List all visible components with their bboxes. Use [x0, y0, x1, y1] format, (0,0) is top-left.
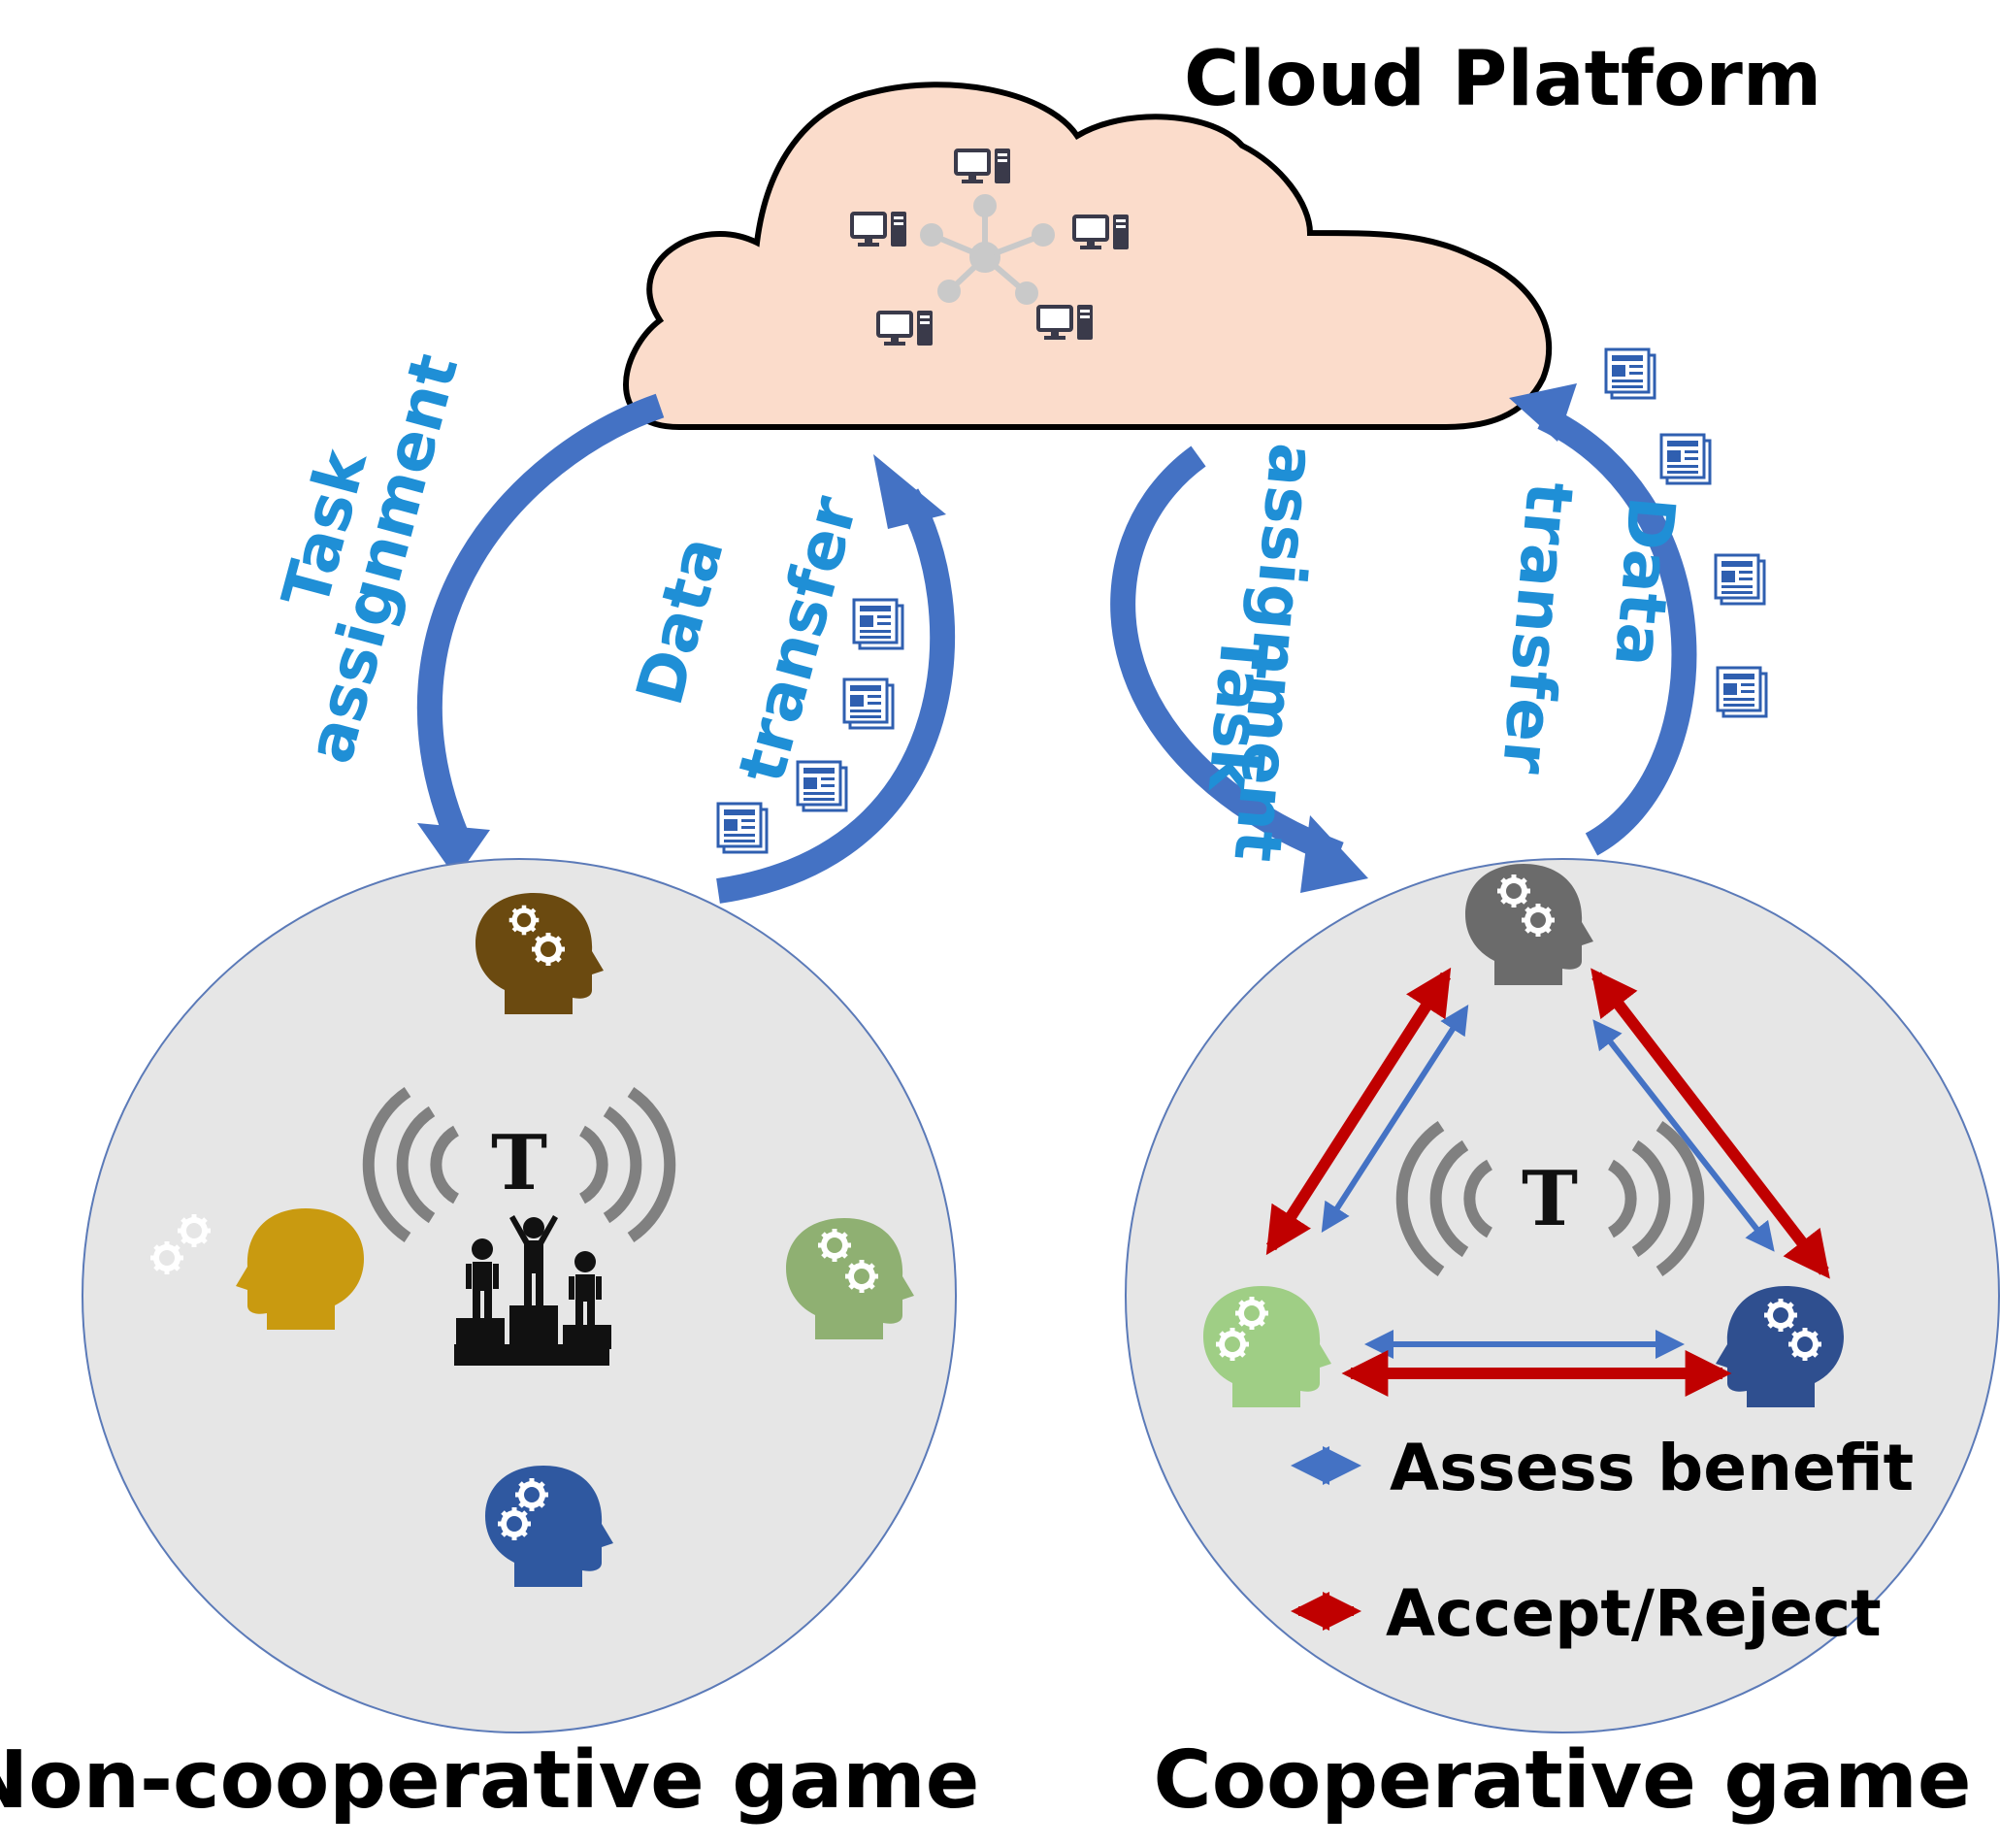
- non-cooperative-circle: [82, 858, 957, 1733]
- document-icon: [842, 677, 895, 730]
- document-icon: [852, 598, 904, 650]
- right-task-assignment-arrow: [1110, 446, 1344, 867]
- left-data-label: Data: [622, 529, 738, 712]
- signal-waves-icon: [1395, 1121, 1705, 1276]
- token-label: T: [491, 1119, 547, 1207]
- left-data-transfer-arrow: [716, 488, 956, 904]
- right-task-label: Task: [1194, 630, 1282, 797]
- signal-waves-icon: [362, 1087, 676, 1242]
- document-icon: [1659, 433, 1712, 485]
- legend-assess-benefit-label: Assess benefit: [1390, 1431, 1914, 1505]
- right-transfer-label: transfer: [1488, 479, 1588, 777]
- legend: Assess benefit Accept/Reject: [1291, 1431, 1914, 1651]
- cloud-platform: Cloud Platform: [623, 36, 1821, 430]
- document-icon: [1716, 666, 1768, 718]
- winners-podium-icon: [454, 1215, 611, 1366]
- document-icon: [1604, 347, 1656, 400]
- cooperative-label: Cooperative game: [1154, 1734, 1972, 1827]
- right-data-label: Data: [1600, 494, 1689, 670]
- flow-arrows: [416, 383, 1697, 904]
- token-label: T: [1522, 1155, 1578, 1243]
- left-transfer-label: transfer: [724, 488, 871, 790]
- right-data-transfer-arrow: [1537, 406, 1697, 856]
- cooperative-group: T Assess benefit Accept/Reject: [1125, 858, 2000, 1733]
- network-hub: [920, 194, 1055, 305]
- left-task-assignment-arrow: [416, 393, 665, 840]
- legend-accept-reject-label: Accept/Reject: [1386, 1576, 1882, 1651]
- document-icon: [1714, 553, 1766, 606]
- non-cooperative-label: Non-cooperative game: [0, 1734, 979, 1827]
- cloud-title: Cloud Platform: [1184, 36, 1821, 123]
- document-icon: [796, 760, 848, 812]
- non-cooperative-group: T: [82, 858, 957, 1733]
- cloud-shape: [623, 82, 1553, 430]
- accept-reject-arrows: [1265, 967, 1830, 1397]
- document-icon: [716, 802, 769, 854]
